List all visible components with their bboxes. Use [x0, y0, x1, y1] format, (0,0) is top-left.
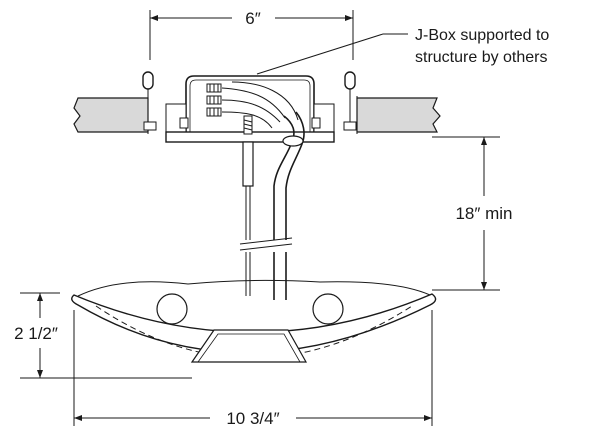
support-hanger-left [142, 71, 157, 131]
jbox-spacing-dimension: 6″ [149, 9, 354, 60]
lamp-right [312, 293, 344, 325]
power-cord [273, 111, 305, 300]
wire-nut-3 [206, 107, 222, 117]
drop-length-label: 18″ min [455, 204, 512, 223]
callout-line-1: J-Box supported to [415, 27, 549, 44]
drop-length-dimension: 18″ min [432, 136, 513, 291]
callout-line-2: structure by others [415, 49, 548, 66]
wire-connectors [206, 81, 299, 129]
jbox-callout: J-Box supported to structure by others [256, 27, 549, 75]
ceiling-panel-right [356, 96, 441, 134]
support-hanger-right [343, 71, 357, 131]
ceiling-panel-left [73, 96, 149, 134]
fixture-width-label: 10 3/4″ [226, 409, 279, 428]
fixture-width-dimension: 10 3/4″ [73, 310, 433, 428]
wire-nut-1 [206, 83, 222, 93]
fixture-height-dimension: 2 1/2″ [14, 292, 192, 379]
lamp-left [156, 293, 188, 325]
jbox-spacing-label: 6″ [245, 9, 260, 28]
fixture-height-label: 2 1/2″ [14, 324, 58, 343]
threaded-stem [242, 115, 254, 296]
light-fixture [71, 279, 437, 363]
wire-nut-2 [206, 95, 222, 105]
length-break-marks [239, 237, 293, 251]
